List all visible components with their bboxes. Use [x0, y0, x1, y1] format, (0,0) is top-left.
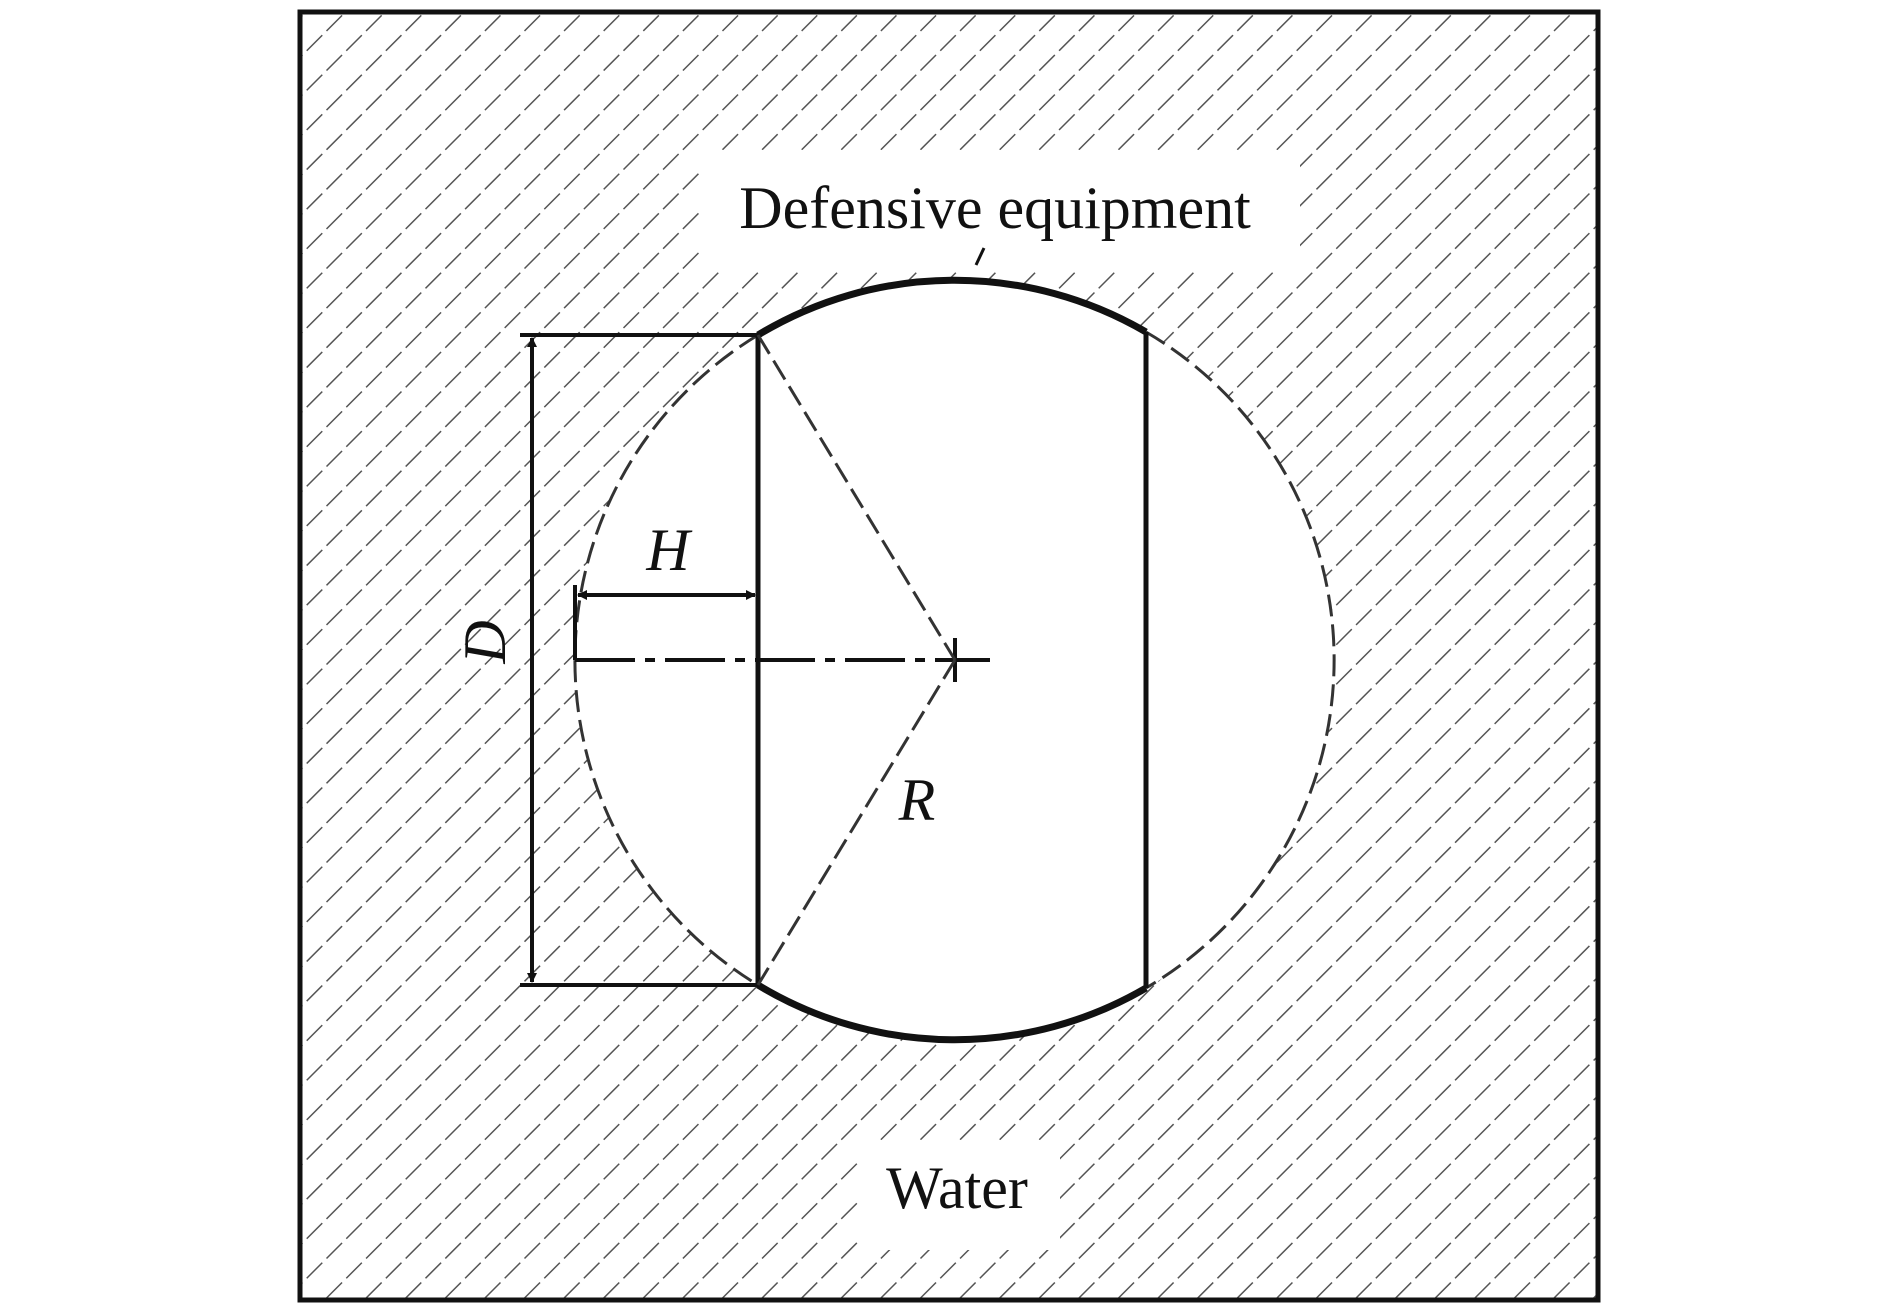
sphere-left-arc — [573, 333, 759, 987]
top-tick — [974, 247, 986, 266]
radius-line-lower — [756, 659, 957, 986]
sphere-right-arc — [1145, 330, 1336, 990]
defensive-equipment-label: Defensive equipment — [739, 175, 1251, 241]
hatched-material — [300, 12, 1598, 1300]
outer-frame — [297, 9, 1601, 1303]
radius-line-upper — [756, 334, 957, 661]
depth-label: H — [645, 517, 693, 583]
water-label: Water — [886, 1155, 1028, 1221]
radius-label: R — [898, 767, 936, 833]
diameter-label: D — [452, 620, 518, 664]
sphere-bottom-arc — [756, 982, 1148, 1044]
sphere-top-arc — [756, 276, 1148, 338]
